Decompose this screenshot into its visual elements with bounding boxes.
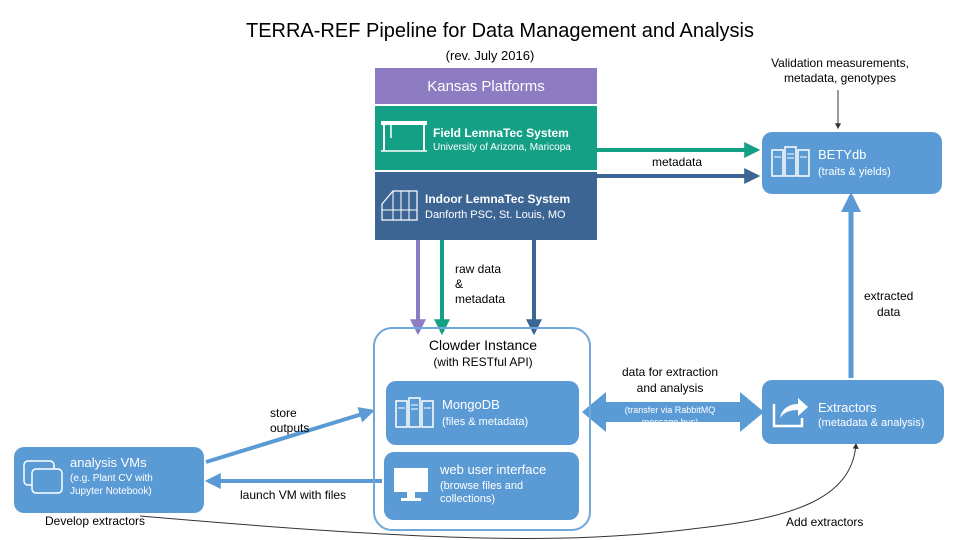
- windows-icon: [23, 460, 63, 494]
- indoor-lemnatec-box: Indoor LemnaTec System Danforth PSC, St.…: [375, 172, 597, 240]
- page-title: TERRA-REF Pipeline for Data Management a…: [245, 20, 754, 42]
- field-system-location: University of Arizona, Maricopa: [433, 142, 571, 153]
- mongodb-box: MongoDB (files & metadata): [386, 381, 579, 445]
- raw-data-line-1: raw data: [455, 262, 502, 276]
- field-system-name: Field LemnaTec System: [433, 126, 569, 140]
- web-ui-desc-2: collections): [440, 493, 496, 505]
- greenhouse-icon: [381, 190, 418, 221]
- betydb-box: BETYdb (traits & yields): [762, 132, 942, 194]
- extractors-box: Extractors (metadata & analysis): [762, 380, 944, 444]
- clowder-title: Clowder Instance: [428, 337, 538, 353]
- mongodb-desc: (files & metadata): [442, 416, 529, 428]
- extracted-line-1: extracted: [864, 289, 914, 303]
- extracted-data-edge-label: extracted data: [864, 288, 913, 320]
- kansas-platforms-box: Kansas Platforms: [375, 68, 597, 104]
- database-icon: [395, 397, 434, 428]
- clowder-subtitle: (with RESTful API): [433, 355, 533, 369]
- extractors-desc: (metadata & analysis): [818, 417, 925, 429]
- betydb-name: BETYdb: [818, 147, 867, 162]
- exchange-double-arrow: [582, 392, 764, 432]
- transfer-line-2: message bus): [641, 417, 699, 427]
- store-outputs-label: store outputs: [270, 406, 309, 436]
- store-line-1: store: [270, 406, 297, 420]
- analysis-vms-desc: (e.g. Plant CV with Jupyter Notebook): [70, 472, 153, 498]
- dfe-line-1: data for extraction: [621, 365, 719, 379]
- gantry-icon: [381, 121, 427, 152]
- develop-extractors-label: Develop extractors: [45, 514, 146, 528]
- metadata-edge-label: metadata: [652, 155, 703, 169]
- betydb-desc: (traits & yields): [818, 166, 891, 178]
- transfer-note: (transfer via RabbitMQ message bus): [600, 404, 740, 428]
- store-line-2: outputs: [270, 421, 310, 435]
- web-ui-desc: (browse files and collections): [440, 480, 523, 506]
- share-icon: [772, 398, 808, 428]
- store-outputs-arrow: [205, 407, 376, 464]
- mongodb-name: MongoDB: [442, 397, 500, 412]
- extractors-name: Extractors: [818, 400, 877, 415]
- clowder-instance-outline: [373, 327, 591, 531]
- kansas-label: Kansas Platforms: [427, 77, 545, 95]
- indoor-system-location: Danforth PSC, St. Louis, MO: [425, 209, 566, 221]
- web-ui-name: web user interface: [440, 462, 547, 477]
- raw-data-line-2: &: [455, 277, 464, 291]
- web-ui-box: web user interface (browse files and col…: [384, 452, 579, 520]
- web-ui-desc-1: (browse files and: [440, 480, 524, 492]
- analysis-vms-name: analysis VMs: [70, 455, 147, 470]
- page-subtitle: (rev. July 2016): [445, 48, 535, 63]
- add-extractors-label: Add extractors: [786, 515, 864, 529]
- database-icon: [771, 146, 810, 177]
- analysis-vms-desc-2: Jupyter Notebook): [70, 486, 152, 497]
- extracted-line-2: data: [877, 305, 901, 319]
- validation-line-1: Validation measurements,: [771, 56, 909, 70]
- transfer-line-1: (transfer via RabbitMQ: [624, 405, 716, 415]
- validation-line-2: metadata, genotypes: [783, 71, 897, 85]
- analysis-vms-box: analysis VMs (e.g. Plant CV with Jupyter…: [14, 447, 204, 513]
- raw-data-line-3: metadata: [455, 292, 506, 306]
- dfe-line-2: and analysis: [636, 381, 704, 395]
- indoor-system-name: Indoor LemnaTec System: [425, 192, 571, 206]
- raw-data-edge-label: raw data & metadata: [455, 262, 505, 307]
- validation-note: Validation measurements, metadata, genot…: [740, 56, 940, 86]
- launch-vm-label: launch VM with files: [240, 488, 347, 502]
- monitor-icon: [394, 468, 428, 501]
- clowder-header: Clowder Instance (with RESTful API): [378, 337, 588, 369]
- data-for-extraction-label: data for extraction and analysis: [600, 364, 740, 396]
- develop-extractors-curve: [139, 442, 859, 539]
- field-lemnatec-box: Field LemnaTec System University of Ariz…: [375, 106, 597, 170]
- analysis-vms-desc-1: (e.g. Plant CV with: [70, 473, 153, 484]
